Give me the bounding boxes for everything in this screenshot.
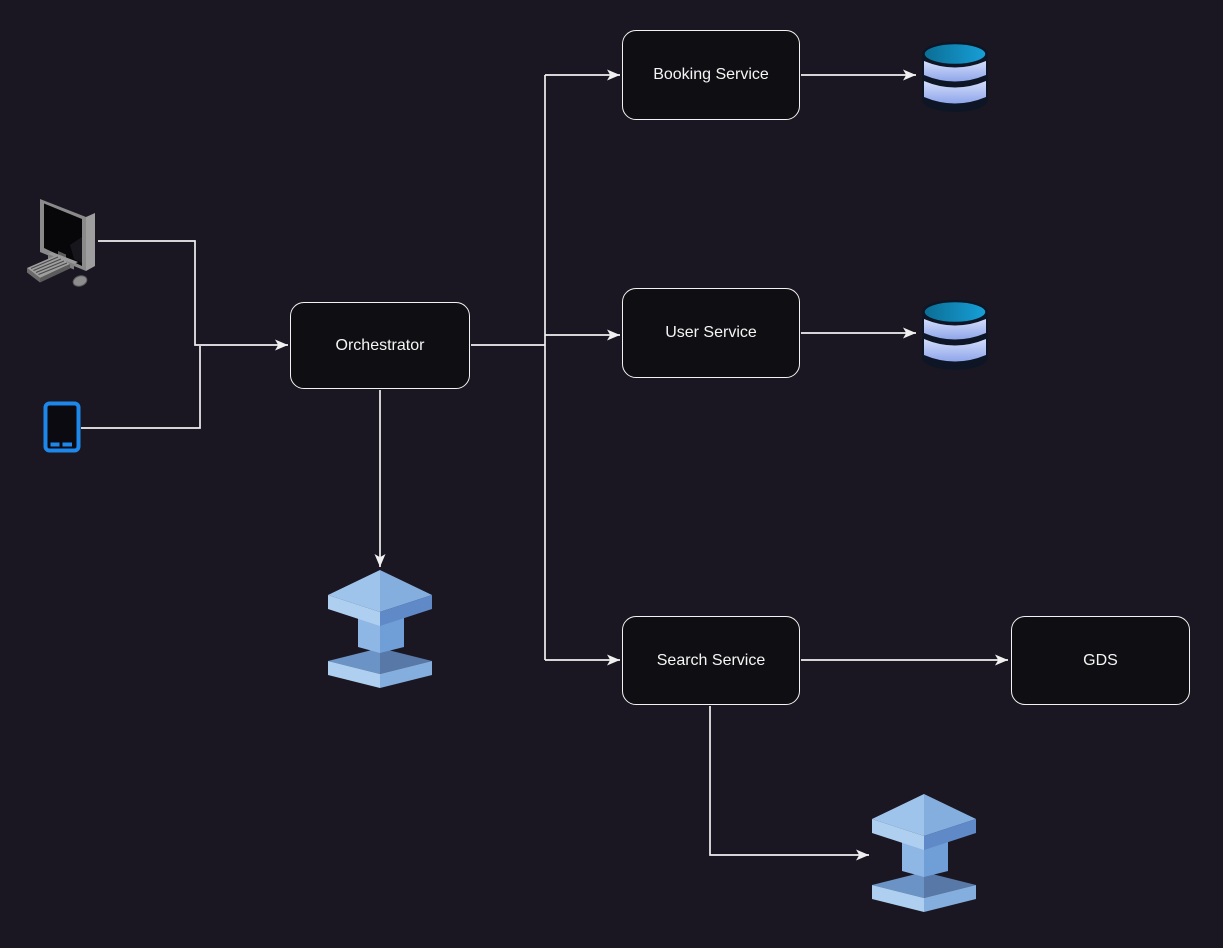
node-user-service-label: User Service [665,324,757,341]
node-orchestrator-label: Orchestrator [335,336,425,354]
node-booking-service: Booking Service [622,30,800,120]
node-booking-service-label: Booking Service [653,66,769,83]
database-icon [922,299,988,370]
node-gds-label: GDS [1083,651,1118,669]
edge-mobile-to-junction [81,346,201,429]
node-orchestrator: Orchestrator [290,302,470,389]
node-gds: GDS [1011,616,1190,705]
node-user-service: User Service [622,288,800,378]
elasticache-icon [328,570,432,688]
mobile-phone-icon [43,401,81,453]
node-search-service: Search Service [622,616,800,705]
database-icon [922,41,988,112]
desktop-workstation-icon [27,199,95,287]
edge-desktop-to-orchestrator [98,240,288,351]
edge-search-to-cache [709,706,869,861]
elasticache-icon [872,794,976,912]
node-search-service-label: Search Service [656,651,766,669]
